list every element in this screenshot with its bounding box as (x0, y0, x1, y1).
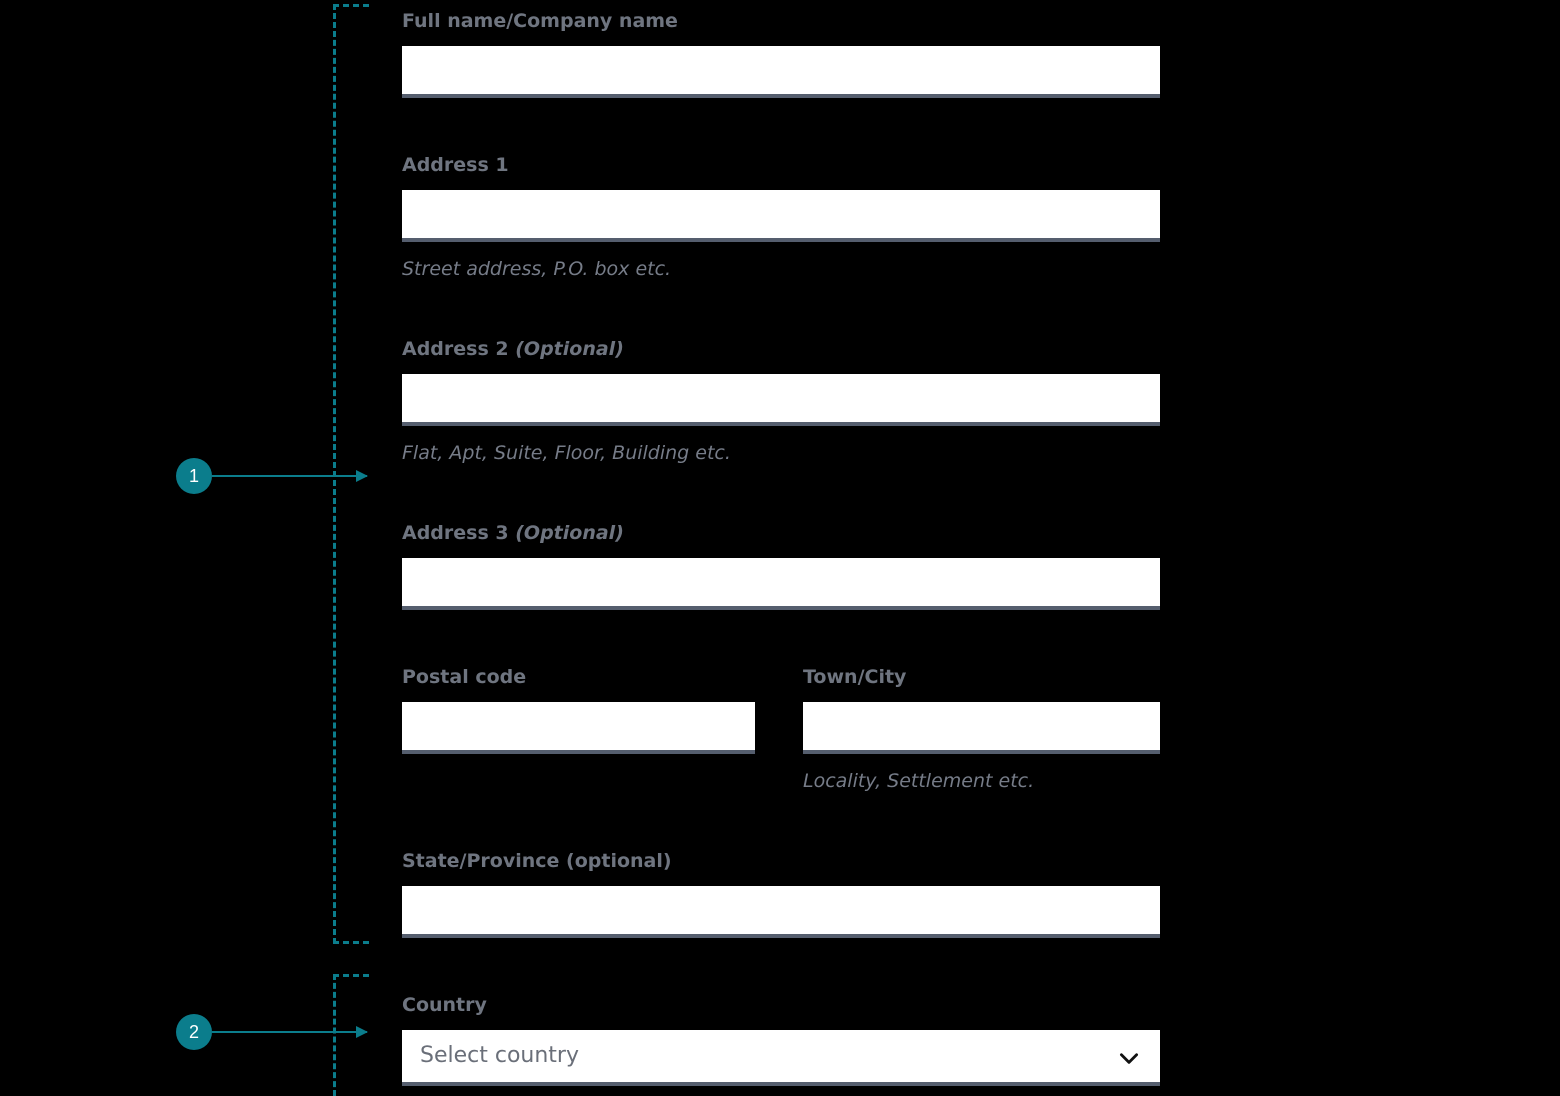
address-2-input[interactable] (402, 373, 1160, 426)
callout-2-badge: 2 (176, 1014, 212, 1050)
field-address-3: Address 3 (Optional) (402, 522, 1160, 610)
address-3-input[interactable] (402, 557, 1160, 610)
label-address-3-text: Address 3 (402, 522, 509, 544)
field-address-2: Address 2 (Optional) Flat, Apt, Suite, F… (402, 338, 1160, 465)
label-town-city: Town/City (803, 666, 907, 688)
full-name-input[interactable] (402, 45, 1160, 98)
hint-town-city: Locality, Settlement etc. (803, 769, 1035, 792)
country-select-wrap[interactable]: Select country (402, 1029, 1160, 1086)
label-state-province: State/Province (optional) (402, 850, 672, 872)
label-address-2: Address 2 (Optional) (402, 338, 1160, 361)
field-full-name: Full name/Company name (402, 10, 1160, 98)
town-city-input[interactable] (803, 701, 1160, 754)
hint-address-2: Flat, Apt, Suite, Floor, Building etc. (402, 441, 731, 464)
address-1-input[interactable] (402, 189, 1160, 242)
state-province-input[interactable] (402, 885, 1160, 938)
country-select-placeholder: Select country (420, 1043, 579, 1069)
chevron-down-icon[interactable] (1116, 1045, 1142, 1071)
callout-2-arrow (212, 1026, 368, 1038)
field-state-province: State/Province (optional) (402, 850, 1160, 938)
field-town-city: Town/City Locality, Settlement etc. (803, 666, 1160, 793)
address-group-bracket (333, 4, 369, 944)
label-address-2-text: Address 2 (402, 338, 509, 360)
label-postal-code: Postal code (402, 666, 527, 688)
callout-1-arrow (212, 470, 368, 482)
label-address-3: Address 3 (Optional) (402, 522, 1160, 545)
hint-address-1: Street address, P.O. box etc. (402, 257, 672, 280)
label-address-2-optional: (Optional) (515, 338, 624, 360)
postal-code-input[interactable] (402, 701, 755, 754)
callout-1-badge: 1 (176, 458, 212, 494)
label-country: Country (402, 994, 487, 1016)
field-address-1: Address 1 Street address, P.O. box etc. (402, 154, 1160, 281)
field-postal-code: Postal code (402, 666, 755, 754)
label-address-3-optional: (Optional) (515, 522, 624, 544)
country-group-bracket (333, 974, 369, 1096)
label-address-1: Address 1 (402, 154, 509, 176)
country-select[interactable]: Select country (402, 1029, 1160, 1086)
callout-1[interactable]: 1 (176, 458, 368, 494)
label-full-name: Full name/Company name (402, 10, 678, 32)
field-country: Country Select country (402, 994, 1160, 1086)
callout-2[interactable]: 2 (176, 1014, 368, 1050)
